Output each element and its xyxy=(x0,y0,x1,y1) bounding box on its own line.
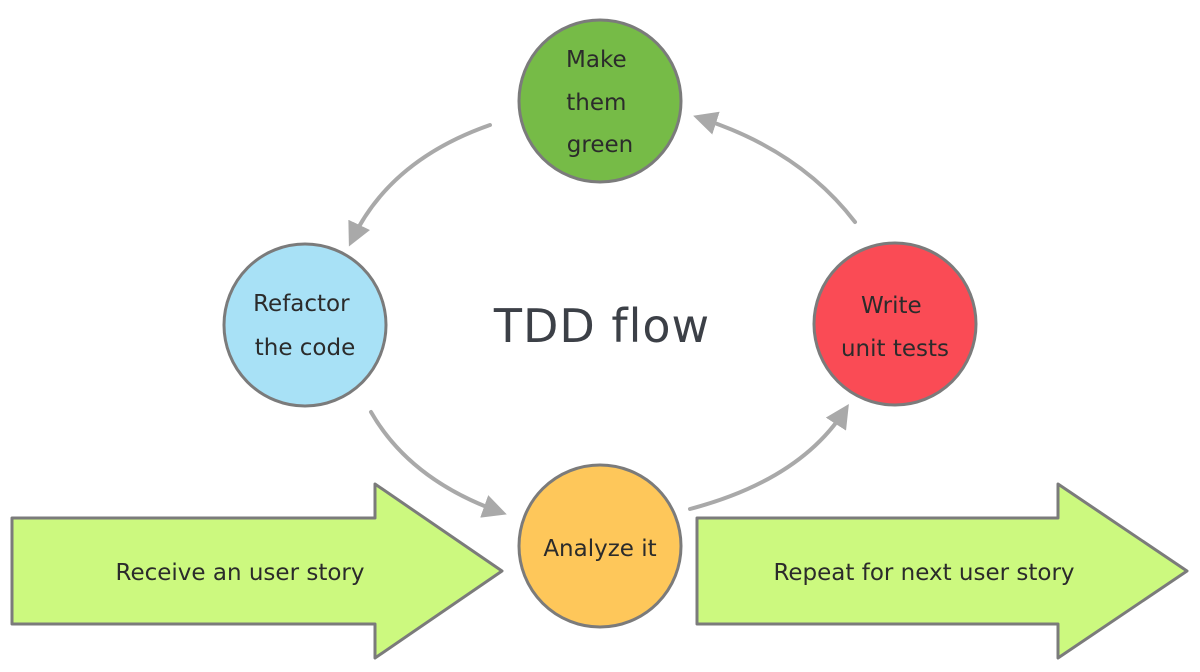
banner-repeat-label: Repeat for next user story xyxy=(773,560,1074,586)
banner-receive-label: Receive an user story xyxy=(116,560,365,586)
node-refactor-the-code-label: Refactor the code xyxy=(253,291,357,361)
banner-repeat-next-story: Repeat for next user story xyxy=(695,482,1189,660)
node-make-them-green-circle xyxy=(517,18,683,184)
banner-repeat-shape xyxy=(695,482,1189,660)
node-refactor-the-code: Refactor the code xyxy=(222,242,388,408)
node-make-them-green-line-1: Make xyxy=(566,47,627,73)
node-analyze-it-label: Analyze it xyxy=(543,536,656,562)
node-write-unit-tests-label: Write unit tests xyxy=(841,293,949,362)
node-refactor-the-code-circle xyxy=(222,242,388,408)
connector-green-to-refactor xyxy=(348,123,492,247)
connector-analyze-to-write xyxy=(688,403,849,511)
banner-receive-user-story: Receive an user story xyxy=(10,482,504,660)
node-write-unit-tests: Write unit tests xyxy=(812,241,978,407)
diagram-title: TDD flow xyxy=(493,299,710,353)
node-make-them-green-line-3: green xyxy=(567,132,633,158)
connector-write-to-green xyxy=(693,111,857,224)
node-make-them-green-line-2: them xyxy=(566,90,626,116)
node-analyze-it-circle xyxy=(517,463,683,629)
node-analyze-it-line-1: Analyze it xyxy=(543,536,656,562)
node-make-them-green-label: Make them green xyxy=(566,47,634,158)
node-make-them-green: Make them green xyxy=(517,18,683,184)
node-write-unit-tests-line-1: Write xyxy=(861,293,922,319)
node-analyze-it: Analyze it xyxy=(517,463,683,629)
connector-refactor-to-analyze xyxy=(369,410,507,518)
node-write-unit-tests-line-2: unit tests xyxy=(841,336,949,362)
banner-receive-shape xyxy=(10,482,504,660)
node-refactor-the-code-line-2: the code xyxy=(255,335,356,361)
node-refactor-the-code-line-1: Refactor xyxy=(253,291,350,317)
node-write-unit-tests-circle xyxy=(812,241,978,407)
